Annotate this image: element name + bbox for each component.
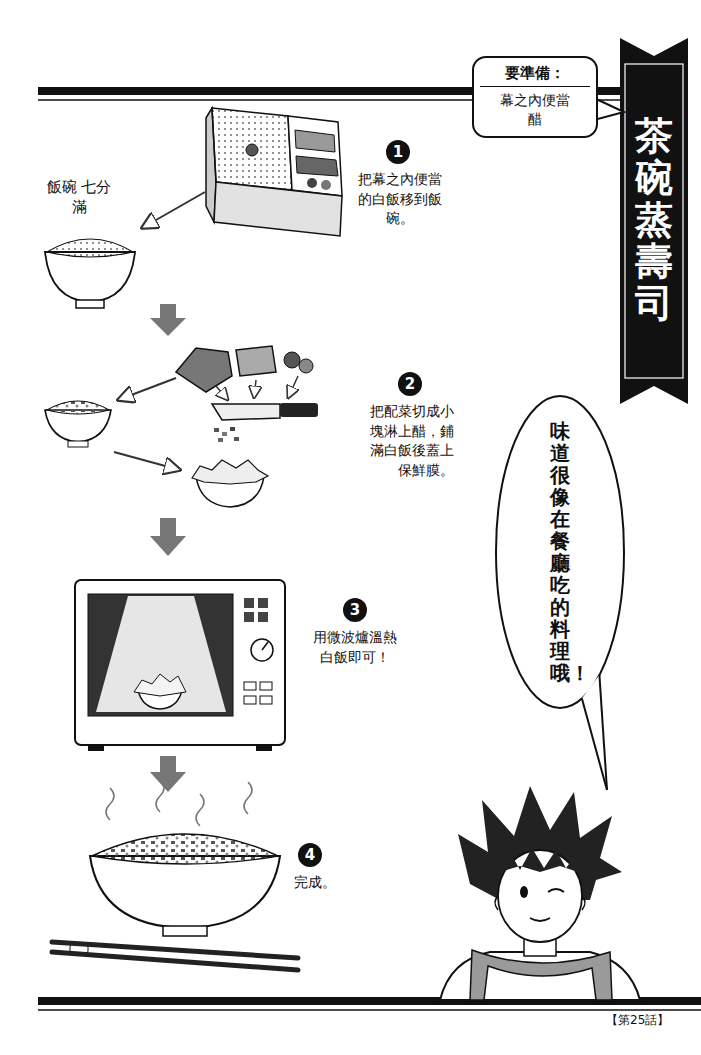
callout-number: 4 — [298, 843, 322, 867]
microwave-button — [244, 682, 256, 690]
speech-bubble-tail — [582, 699, 607, 790]
microwave-button — [258, 598, 268, 608]
flow-arrow — [216, 386, 228, 400]
chapter-number: 【第25話】 — [606, 1013, 698, 1029]
microwave-light — [96, 596, 226, 712]
flow-arrow — [142, 192, 205, 228]
microwave-button — [244, 598, 254, 608]
step-text: 完成。 — [294, 873, 358, 893]
steam — [244, 782, 252, 814]
microwave-button — [258, 612, 268, 622]
knife-blade — [212, 404, 280, 420]
bento-side-dishes — [288, 116, 342, 196]
character-eye — [520, 886, 528, 898]
chopped-bit — [234, 437, 239, 441]
bubble-tail — [594, 98, 624, 120]
steam — [106, 788, 114, 820]
flow-arrow — [114, 452, 180, 470]
bento-rice — [212, 108, 292, 190]
step-text: 用微波爐溫熱白飯即可！ — [309, 628, 401, 667]
microwave — [75, 580, 285, 745]
steam — [156, 780, 164, 812]
dial-pointer — [262, 642, 268, 650]
microwave-button — [244, 612, 254, 622]
step-arrow — [150, 518, 186, 556]
plastic-wrap — [192, 460, 268, 484]
steam — [196, 794, 204, 826]
chopped-bit — [214, 428, 219, 432]
microwave-foot — [88, 745, 104, 751]
microwave-button — [260, 682, 272, 690]
bowl-note: 飯碗 七分滿 — [46, 178, 112, 217]
callout-number: 1 — [386, 140, 410, 164]
side-dish — [296, 156, 338, 176]
speech-bubble-body — [496, 396, 624, 708]
steamed-sushi — [92, 834, 278, 864]
towel — [470, 950, 612, 1000]
step-number: 1把幕之內便當的白飯移到飯碗。 — [386, 140, 410, 164]
meatball — [299, 359, 313, 373]
plastic-wrap — [134, 674, 186, 696]
side-dish — [321, 180, 331, 190]
bowl-foot — [68, 441, 88, 447]
speech-bubble-tail-fill — [582, 675, 607, 790]
flow-arrow — [254, 380, 256, 398]
bottom-rule — [38, 1009, 701, 1011]
rice-with-toppings — [47, 401, 109, 414]
callout-number: 3 — [343, 598, 367, 622]
chopped-bit — [218, 438, 223, 442]
rice — [47, 239, 133, 257]
rice-bowl — [45, 252, 135, 302]
bowl-foot — [76, 300, 104, 308]
speech-bubble: 味道很像在餐廳吃的料理哦！ — [495, 395, 625, 709]
character-ear — [582, 896, 585, 910]
step-number: 3用微波爐溫熱白飯即可！ — [343, 598, 367, 622]
knife-handle — [280, 403, 318, 417]
title-text: 茶碗蒸壽司 — [635, 116, 673, 325]
side-piece — [236, 346, 276, 376]
prep-heading: 要準備： — [480, 63, 590, 87]
microwave-window — [88, 594, 233, 716]
flow-arrow — [118, 378, 176, 400]
microwave-button — [244, 696, 256, 704]
bento-front — [214, 182, 342, 236]
umeboshi — [246, 144, 258, 156]
chopstick — [52, 952, 298, 970]
step-arrow — [150, 756, 186, 792]
bowl-foot — [163, 926, 207, 936]
meatball — [284, 352, 300, 368]
step-text: 把配菜切成小塊淋上醋，鋪滿白飯後蓋上保鮮膜。 — [362, 402, 454, 480]
prep-items: 幕之內便當 醋 — [496, 91, 574, 129]
prep-bubble: 要準備： 幕之內便當 醋 — [472, 56, 598, 138]
chopped-bit — [222, 432, 227, 436]
title-banner — [620, 38, 688, 404]
rice-bowl — [45, 410, 111, 442]
fish-piece — [176, 348, 232, 392]
chopped-bit — [230, 427, 235, 431]
microwave-dial — [251, 639, 273, 661]
character-mouth — [530, 918, 550, 921]
step-text: 把幕之內便當的白飯移到飯碗。 — [352, 170, 448, 229]
step-arrow — [150, 304, 186, 336]
finished-bowl — [90, 856, 280, 928]
step-number: 2把配菜切成小塊淋上醋，鋪滿白飯後蓋上保鮮膜。 — [398, 372, 422, 396]
character-wink — [548, 889, 564, 892]
character-ear — [495, 896, 498, 910]
speech-text: 味道很像在餐廳吃的料理哦！ — [550, 420, 570, 684]
microwave-button — [260, 696, 272, 704]
step-number: 4完成。 — [298, 843, 322, 867]
callout-number: 2 — [398, 372, 422, 396]
microwave-foot — [256, 745, 272, 751]
banner-inner-line — [625, 64, 683, 378]
character-bangs — [500, 848, 584, 874]
side-dish — [295, 130, 335, 152]
side-dish — [307, 178, 317, 188]
flow-arrow — [288, 376, 298, 398]
